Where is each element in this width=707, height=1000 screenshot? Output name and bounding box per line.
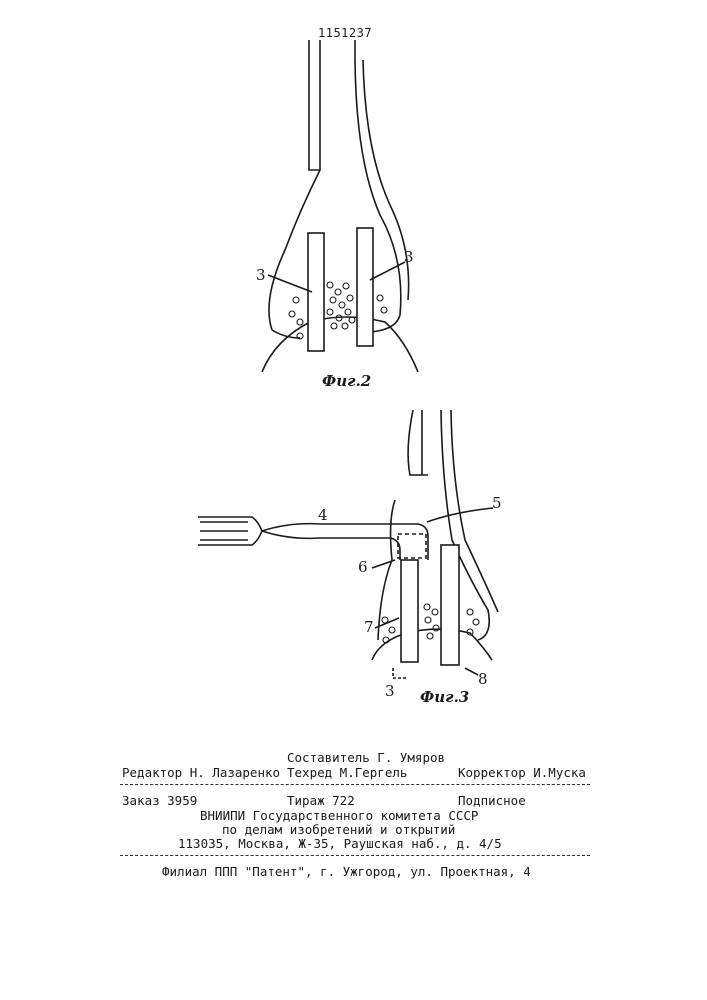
fig3-label-7: 7 (364, 618, 374, 636)
fig3-caption: Фиг.3 (420, 688, 469, 706)
divider-bottom (120, 855, 590, 856)
org-line-1: ВНИИПИ Государственного комитета СССР (200, 808, 478, 823)
editor-line: Редактор Н. Лазаренко (122, 765, 280, 780)
fig3-label-6: 6 (358, 558, 368, 576)
address-line: 113035, Москва, Ж-35, Раушская наб., д. … (178, 836, 502, 851)
techred-line: Техред М.Гергель (287, 765, 407, 780)
fig3-label-5: 5 (492, 494, 502, 512)
org-line-2: по делам изобретений и открытий (222, 822, 455, 837)
fig3-label-3: 3 (385, 682, 395, 700)
order-line: Заказ 3959 (122, 793, 197, 808)
figure-3-drawing: 4 5 6 7 3 8 Фиг.3 (0, 0, 707, 720)
fig3-label-4: 4 (318, 506, 328, 524)
fig3-label-8: 8 (478, 670, 488, 688)
circulation-line: Тираж 722 (287, 793, 355, 808)
compiler-line: Составитель Г. Умяров (287, 750, 445, 765)
branch-line: Филиал ППП "Патент", г. Ужгород, ул. Про… (162, 864, 531, 879)
divider-top (120, 784, 590, 785)
subscription-line: Подписное (458, 793, 526, 808)
corrector-line: Корректор И.Муска (458, 765, 586, 780)
